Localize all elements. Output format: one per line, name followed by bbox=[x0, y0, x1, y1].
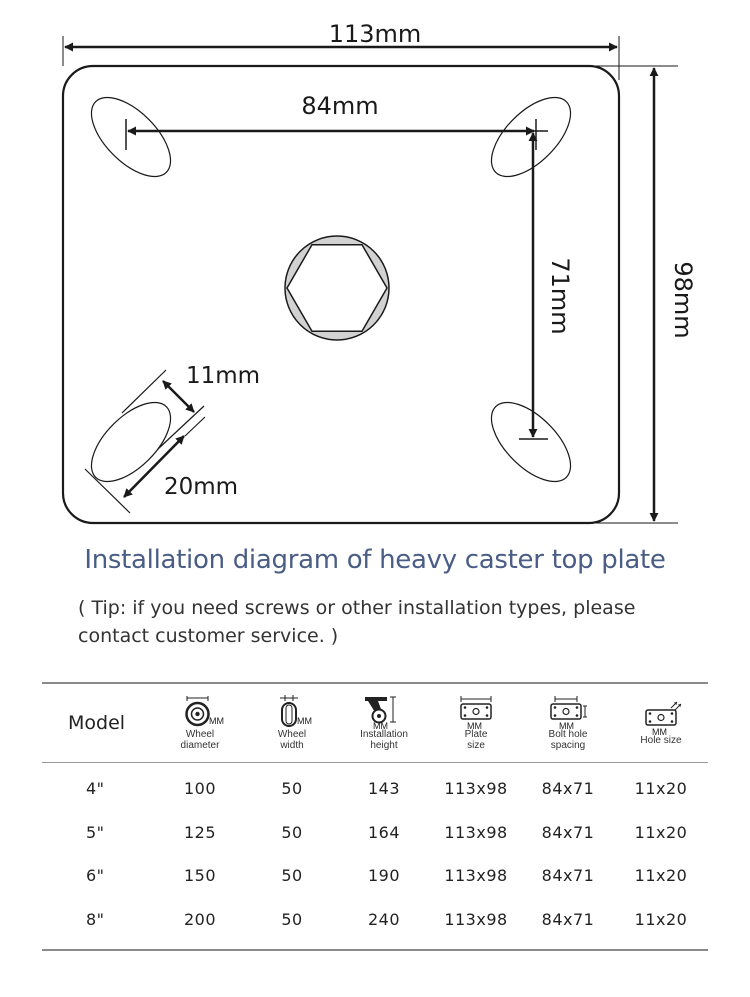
cell-hole-size: 11x20 bbox=[634, 866, 688, 886]
plate-size-icon: MM bbox=[460, 696, 492, 729]
top-plate-diagram: 113mm 98mm 84mm 71mm 11mm 20mm bbox=[61, 20, 697, 525]
wheel-diameter-icon: MM bbox=[185, 696, 224, 727]
cell-wheel-width: 50 bbox=[281, 779, 303, 799]
header-wheel-width-line-2: width bbox=[280, 740, 304, 751]
cell-plate-size: 113x98 bbox=[444, 822, 508, 842]
spec-table: Model MM Wheel diameter bbox=[42, 682, 708, 951]
diagram-title: Installation diagram of heavy caster top… bbox=[84, 545, 666, 575]
cell-wheel-width: 50 bbox=[281, 866, 303, 886]
cell-wheel-width: 50 bbox=[281, 909, 303, 929]
header-wheel-diameter: MM Wheel diameter bbox=[154, 684, 246, 762]
table-top-rule bbox=[42, 682, 708, 684]
slot-bottom-right bbox=[490, 401, 572, 483]
slot-top-left bbox=[90, 96, 172, 178]
bolt-vertical-label: 71mm bbox=[546, 257, 574, 334]
header-bolt-hole-spacing-line-2: spacing bbox=[550, 740, 586, 751]
cell-plate-size: 113x98 bbox=[444, 866, 508, 886]
slot-width-label: 11mm bbox=[186, 363, 260, 389]
center-hex-hole bbox=[284, 235, 390, 341]
header-wheel-width: MM Wheel width bbox=[246, 684, 338, 762]
slot-length-label: 20mm bbox=[164, 474, 238, 500]
plate-height-label: 98mm bbox=[669, 261, 697, 338]
cell-plate-size: 113x98 bbox=[444, 779, 508, 799]
cell-hole-size: 11x20 bbox=[634, 909, 688, 929]
header-bolt-hole-spacing-line-1: Bolt hole bbox=[548, 729, 588, 740]
cell-bolt-hole-spacing: 84x71 bbox=[541, 822, 595, 842]
header-bolt-hole-spacing: MM Bolt hole spacing bbox=[522, 684, 614, 762]
table-row: 6" 150 50 190 113x98 84x71 11x20 bbox=[42, 854, 708, 898]
dimension-plate-width bbox=[62, 36, 620, 80]
table-row: 5" 125 50 164 113x98 84x71 11x20 bbox=[42, 811, 708, 855]
cell-wheel-diameter: 100 bbox=[183, 779, 217, 799]
bolt-horizontal-label: 84mm bbox=[301, 92, 378, 120]
cell-bolt-hole-spacing: 84x71 bbox=[541, 866, 595, 886]
cell-wheel-diameter: 125 bbox=[183, 822, 217, 842]
dimension-bolt-vertical bbox=[519, 130, 548, 440]
header-wheel-diameter-line-2: diameter bbox=[180, 740, 220, 751]
bolt-hole-spacing-icon: MM bbox=[550, 696, 587, 729]
installation-height-icon: MM bbox=[365, 696, 396, 729]
svg-text:MM: MM bbox=[209, 716, 224, 726]
table-row: 4" 100 50 143 113x98 84x71 11x20 bbox=[42, 763, 708, 811]
header-plate-size-line-2: size bbox=[467, 740, 485, 751]
header-plate-size-line-1: Plate bbox=[464, 729, 488, 740]
header-installation-height-line-2: height bbox=[370, 740, 398, 751]
header-installation-height: MM Installation height bbox=[338, 684, 430, 762]
plate-width-label: 113mm bbox=[329, 20, 422, 48]
cell-plate-size: 113x98 bbox=[444, 909, 508, 929]
header-model: Model bbox=[68, 712, 126, 734]
slot-top-right bbox=[490, 96, 572, 178]
hole-size-icon: MM bbox=[645, 701, 682, 735]
cell-model: 8" bbox=[86, 909, 105, 929]
header-hole-size: MM Hole size bbox=[614, 684, 708, 762]
dimension-slot-length bbox=[84, 416, 206, 514]
header-plate-size: MM Plate size bbox=[430, 684, 522, 762]
cell-hole-size: 11x20 bbox=[634, 779, 688, 799]
cell-installation-height: 164 bbox=[367, 822, 401, 842]
cell-wheel-diameter: 200 bbox=[183, 909, 217, 929]
table-bottom-rule bbox=[42, 949, 708, 951]
header-wheel-width-line-1: Wheel bbox=[277, 729, 307, 740]
svg-text:MM: MM bbox=[373, 721, 388, 729]
cell-installation-height: 240 bbox=[367, 909, 401, 929]
cell-wheel-diameter: 150 bbox=[183, 866, 217, 886]
cell-model: 5" bbox=[86, 822, 105, 842]
cell-installation-height: 190 bbox=[367, 866, 401, 886]
table-header-row: Model MM Wheel diameter bbox=[42, 684, 708, 762]
cell-hole-size: 11x20 bbox=[634, 822, 688, 842]
header-installation-height-line-1: Installation bbox=[360, 729, 408, 740]
table-header-rule bbox=[42, 762, 708, 763]
header-hole-size-line-1: Hole size bbox=[640, 734, 682, 746]
wheel-width-icon: MM bbox=[280, 695, 312, 727]
svg-text:MM: MM bbox=[559, 721, 574, 729]
table-row: 8" 200 50 240 113x98 84x71 11x20 bbox=[42, 898, 708, 942]
header-wheel-diameter-line-1: Wheel bbox=[185, 729, 215, 740]
dimension-plate-height bbox=[596, 65, 678, 524]
cell-model: 4" bbox=[86, 779, 105, 799]
svg-text:MM: MM bbox=[467, 721, 482, 729]
cell-installation-height: 143 bbox=[367, 779, 401, 799]
cell-model: 6" bbox=[86, 866, 105, 886]
svg-text:MM: MM bbox=[652, 727, 667, 735]
cell-wheel-width: 50 bbox=[281, 822, 303, 842]
cell-bolt-hole-spacing: 84x71 bbox=[541, 779, 595, 799]
tip-text: ( Tip: if you need screws or other insta… bbox=[78, 597, 636, 647]
svg-text:MM: MM bbox=[297, 716, 312, 726]
cell-bolt-hole-spacing: 84x71 bbox=[541, 909, 595, 929]
